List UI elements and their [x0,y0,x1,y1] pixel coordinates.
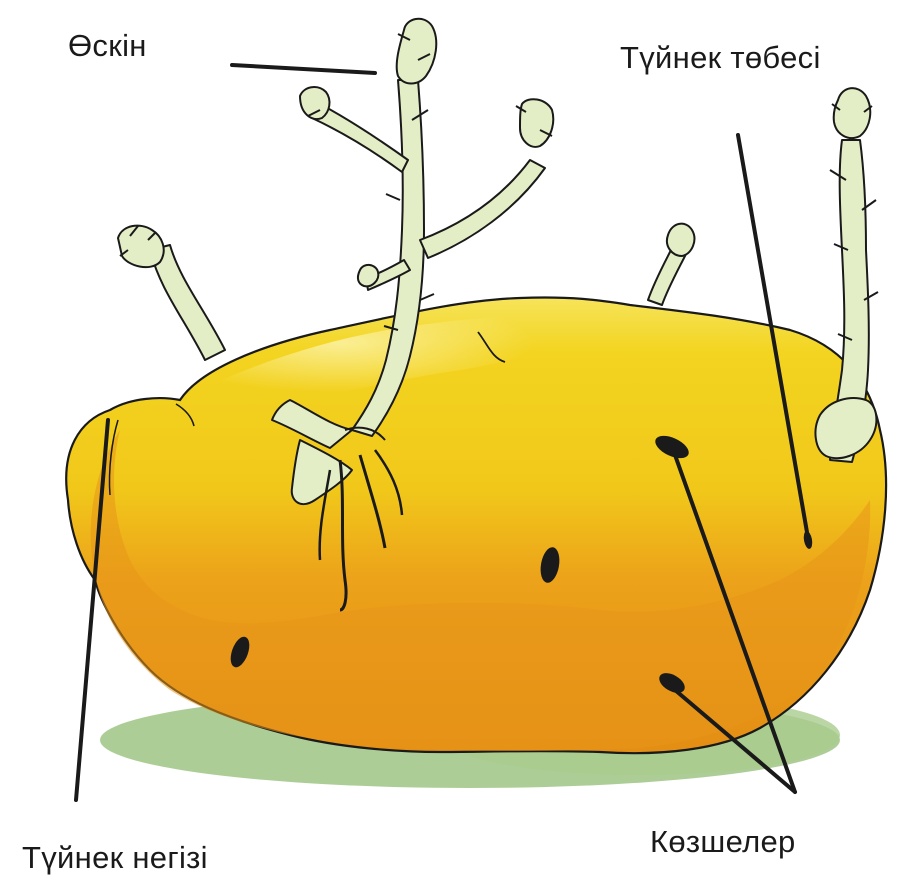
leader-line-sprout [232,65,375,73]
label-sprout: Өскін [68,30,147,61]
sprout-middle-right [648,224,694,305]
sprout-left [118,226,225,360]
tuber-body [66,297,886,753]
label-eyes: Көзшелер [650,826,796,857]
label-tuber-top: Түйнек төбесі [620,42,821,73]
label-tuber-base: Түйнек негізі [22,842,208,873]
